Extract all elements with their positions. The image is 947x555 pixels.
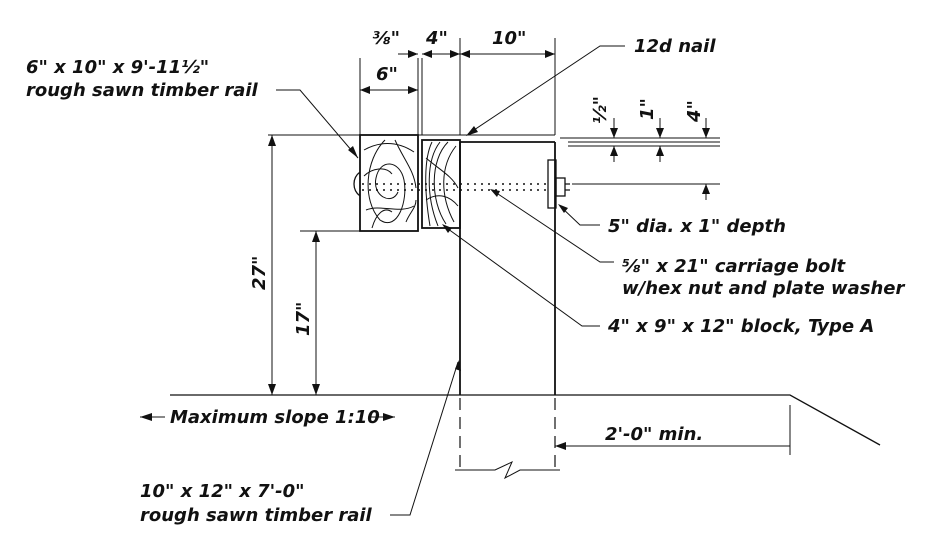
left-dimensions <box>268 135 360 395</box>
dim-post-width: 10" <box>492 28 526 49</box>
label-bolt-line2: w/hex nut and plate washer <box>622 278 906 299</box>
dim-gap: ⅜" <box>372 28 400 49</box>
dim-height-total: 27" <box>249 256 270 290</box>
timber-post <box>455 141 560 480</box>
label-post-line1: 10" x 12" x 7'-0" <box>140 481 305 502</box>
leader-depth <box>559 205 600 226</box>
carriage-bolt <box>362 159 570 209</box>
label-slope: Maximum slope 1:10 <box>170 407 380 428</box>
leader-post <box>390 361 459 516</box>
top-dimensions <box>359 38 556 135</box>
label-post-line2: rough sawn timber rail <box>140 505 373 526</box>
dim-four-inch: 4" <box>684 100 705 123</box>
dim-block-width: 4" <box>425 28 448 49</box>
label-block: 4" x 9" x 12" block, Type A <box>607 316 874 337</box>
timber-rail <box>353 134 419 232</box>
dim-one-inch: 1" <box>637 98 658 120</box>
offset-dimension <box>555 405 791 455</box>
label-bolt-line1: ⅝" x 21" carriage bolt <box>622 256 847 277</box>
dim-half-inch: ½" <box>590 96 611 124</box>
top-reference-lines <box>268 134 720 185</box>
label-rail-line2: rough sawn timber rail <box>26 80 259 101</box>
leader-nail <box>467 45 625 135</box>
right-dimensions <box>610 118 710 200</box>
dim-rail-width: 6" <box>376 64 398 85</box>
label-rail-line1: 6" x 10" x 9'-11½" <box>26 57 209 78</box>
label-nail: 12d nail <box>634 36 716 57</box>
ground-line <box>170 394 881 446</box>
leader-block <box>443 225 600 327</box>
label-depth: 5" dia. x 1" depth <box>608 216 786 237</box>
block-type-a <box>421 139 461 229</box>
label-offset: 2'-0" min. <box>605 424 703 445</box>
dim-height-bottom: 17" <box>293 302 314 336</box>
leader-rail <box>276 89 359 159</box>
leader-bolt <box>491 189 614 263</box>
